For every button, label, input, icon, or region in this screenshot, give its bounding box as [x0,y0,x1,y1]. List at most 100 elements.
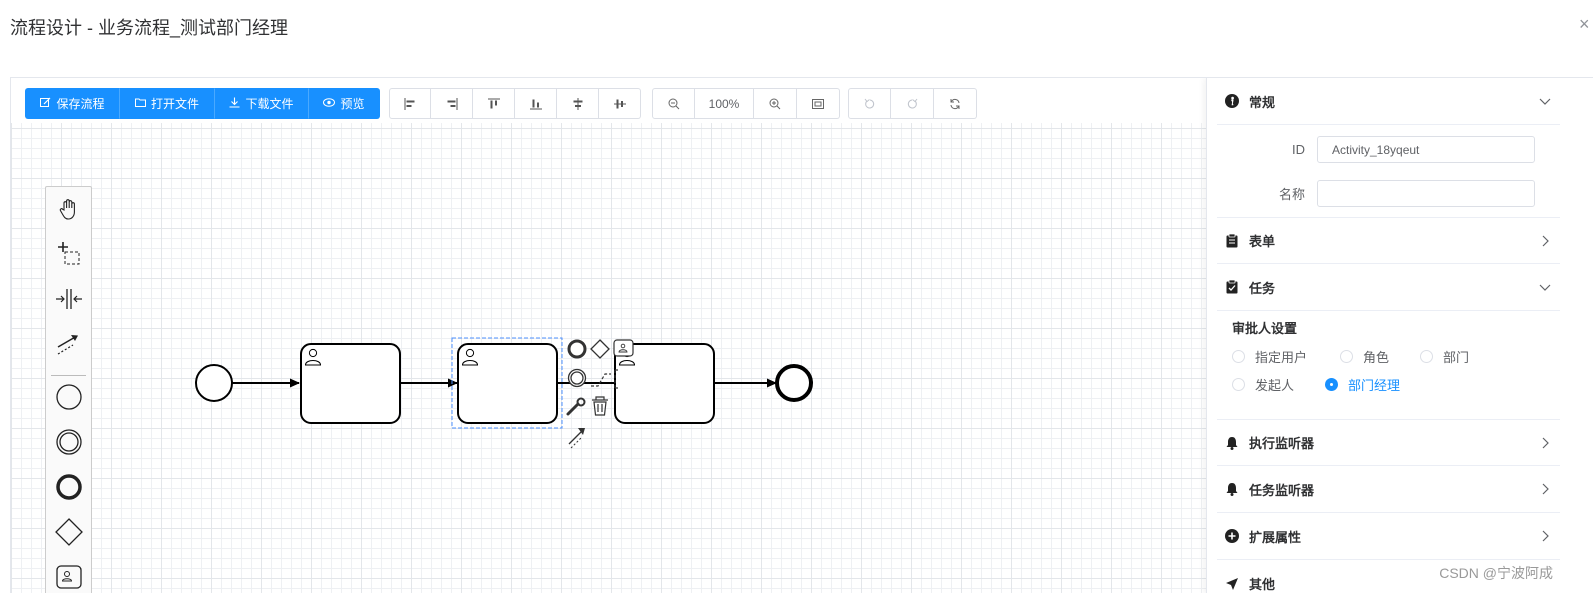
chevron-right-icon [1542,483,1549,495]
append-intermediate-event-icon[interactable] [567,368,587,388]
undo-button[interactable] [848,88,891,119]
id-label: ID [1292,142,1305,157]
designer-toolbar: 保存流程 打开文件 下载文件 预览 [11,78,1206,123]
radio-department-manager[interactable]: 部门经理 [1325,375,1400,394]
zoom-button-group: 100% [652,88,840,119]
info-icon [1225,94,1239,108]
download-file-button[interactable]: 下载文件 [215,88,309,119]
start-event-tool[interactable] [46,377,91,417]
gateway-icon [54,518,83,546]
redo-button[interactable] [891,88,934,119]
properties-panel: 常规 ID Activity_18yqeut 名称 表单 任务 审批人设置 [1206,78,1593,593]
send-icon [1225,577,1239,591]
gateway-tool[interactable] [46,512,91,552]
fit-viewport-button[interactable] [797,88,840,119]
append-gateway-icon[interactable] [590,339,610,359]
radio-dot-checked [1325,378,1338,391]
radio-dot [1340,350,1353,363]
append-end-event-icon[interactable] [567,339,587,359]
bpmn-diagram [195,337,813,449]
approver-settings-label: 审批人设置 [1232,321,1298,336]
id-row: ID Activity_18yqeut [1217,136,1535,163]
section-execution-listener-header[interactable]: 执行监听器 [1217,419,1560,466]
task-icon [55,565,82,589]
align-right-button[interactable] [431,88,473,119]
bell-icon [1225,482,1239,496]
lasso-tool[interactable] [46,234,91,274]
radio-department[interactable]: 部门 [1420,347,1469,366]
section-task-listener-header[interactable]: 任务监听器 [1217,466,1560,513]
close-icon[interactable]: × [1579,14,1590,34]
plus-circle-icon [1225,529,1239,543]
section-form-header[interactable]: 表单 [1217,217,1560,264]
user-task-2-selected[interactable] [457,343,558,424]
zoom-in-button[interactable] [754,88,797,119]
chevron-right-icon [1542,235,1549,247]
chevron-down-icon [1539,284,1551,291]
edit-icon [40,97,51,111]
preview-button[interactable]: 预览 [309,88,380,119]
redo-icon [907,98,918,108]
hand-tool[interactable] [46,189,91,229]
reset-button[interactable] [934,88,977,119]
connect-icon[interactable] [568,428,585,449]
save-process-button[interactable]: 保存流程 [25,88,120,119]
section-general-header[interactable]: 常规 [1217,78,1560,125]
radio-dot [1232,378,1245,391]
end-event-icon [55,474,82,500]
chevron-down-icon [1539,98,1551,105]
lasso-icon [57,242,79,265]
user-task-1[interactable] [300,343,401,424]
align-left-button[interactable] [389,88,431,119]
bell-icon [1225,436,1239,450]
clipboard-check-icon [1225,280,1239,294]
name-input[interactable] [1317,180,1535,207]
refresh-icon [950,98,960,109]
align-bottom-button[interactable] [515,88,557,119]
name-row: 名称 [1217,180,1535,207]
start-event-icon [55,384,82,410]
tool-palette [45,186,92,593]
section-other-header[interactable]: 其他 [1217,560,1560,593]
radio-specified-user[interactable]: 指定用户 [1232,347,1307,366]
palette-separator [51,375,86,376]
chevron-right-icon [1542,530,1549,542]
end-event-tool[interactable] [46,467,91,507]
user-icon [461,348,479,366]
align-center-icon [573,97,582,110]
trash-icon[interactable] [592,396,608,416]
chevron-right-icon [1542,437,1549,449]
designer-workarea: 保存流程 打开文件 下载文件 预览 [10,77,1593,593]
global-connect-icon [57,335,78,355]
bpmn-canvas[interactable] [11,78,1206,593]
end-event[interactable] [775,364,813,402]
radio-role[interactable]: 角色 [1340,347,1389,366]
open-file-button[interactable]: 打开文件 [120,88,215,119]
zoom-out-icon [668,98,679,109]
watermark: CSDN @宁波阿成 [1439,565,1553,581]
section-task-header[interactable]: 任务 [1217,264,1560,311]
align-top-button[interactable] [473,88,515,119]
append-task-icon[interactable] [613,339,634,357]
align-top-icon [487,98,500,108]
space-tool[interactable] [46,279,91,319]
intermediate-event-tool[interactable] [46,422,91,462]
user-task-tool[interactable] [46,557,91,593]
align-middle-icon [613,99,626,108]
user-icon [304,348,322,366]
radio-initiator[interactable]: 发起人 [1232,375,1294,394]
zoom-out-button[interactable] [652,88,695,119]
start-event[interactable] [195,364,233,402]
id-input[interactable]: Activity_18yqeut [1317,136,1535,163]
align-center-button[interactable] [557,88,599,119]
align-middle-button[interactable] [599,88,641,119]
section-extension-properties-header[interactable]: 扩展属性 [1217,513,1560,560]
connect-tool[interactable] [46,324,91,364]
undo-icon [864,98,874,108]
wrench-icon[interactable] [566,397,586,416]
eye-icon [323,97,336,110]
align-button-group [389,88,641,119]
zoom-level: 100% [695,88,754,119]
file-button-group: 保存流程 打开文件 下载文件 预览 [25,88,380,119]
align-left-icon [404,97,415,110]
